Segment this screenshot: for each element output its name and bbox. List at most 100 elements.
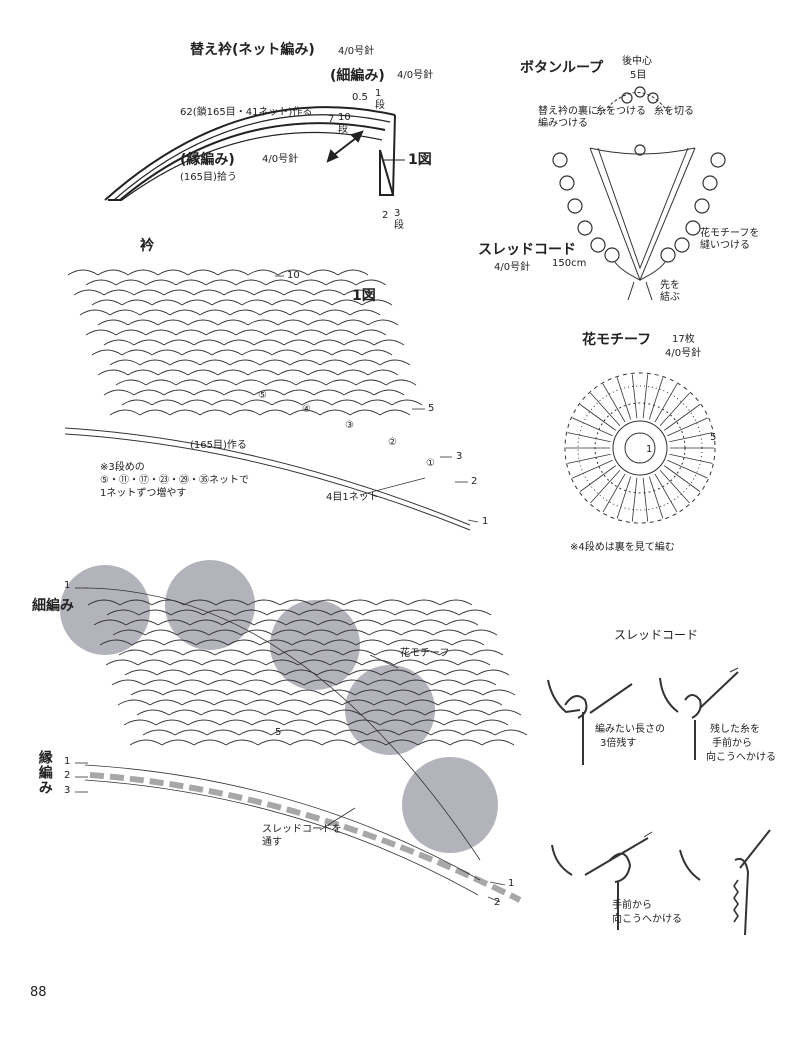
collar-rows-05: 0.5 [352, 92, 368, 103]
edge-motif-label: 花モチーフ [400, 648, 450, 659]
net-arc [175, 379, 207, 386]
collar-edge-label: (縁編み) [180, 152, 235, 168]
collar-chart-circ-1: ① [426, 458, 435, 469]
net-arc [234, 609, 268, 616]
net-arc [361, 299, 393, 306]
net-arc [187, 319, 219, 326]
net-arc [271, 399, 303, 406]
net-arc [343, 289, 375, 296]
net-arc [121, 399, 153, 406]
net-arc [258, 689, 292, 696]
net-arc [162, 689, 196, 696]
net-arc [329, 659, 363, 666]
motif-spoke [602, 473, 626, 513]
net-arc [79, 309, 111, 316]
net-arc [398, 729, 432, 736]
net-arc [406, 649, 440, 656]
net-arc [235, 379, 267, 386]
net-arc [277, 369, 309, 376]
net-arc [194, 689, 228, 696]
net-arc [106, 609, 140, 616]
collar-chart-row-1: 1 [482, 516, 489, 527]
net-arc [202, 609, 236, 616]
net-arc [127, 269, 159, 276]
net-arc [247, 319, 279, 326]
net-arc [207, 679, 241, 686]
net-arc [138, 609, 172, 616]
collar-pickup: (165目)拾う [180, 172, 237, 183]
net-arc [157, 369, 189, 376]
cord-step-1 [547, 679, 633, 765]
net-arc [470, 649, 504, 656]
net-arc [319, 409, 351, 416]
net-arc [109, 409, 141, 416]
thread-cord-title: スレッドコード [614, 628, 699, 642]
net-arc [117, 699, 151, 706]
motif-spoke [572, 459, 613, 479]
net-arc [424, 709, 458, 716]
collar-chart-circ-5: ⑤ [258, 390, 267, 401]
net-arc [354, 689, 388, 696]
net-arc [99, 639, 133, 646]
collar-fine-label: (細編み) [330, 68, 385, 84]
net-arc [131, 639, 165, 646]
collar-chart-circ-4: ④ [302, 404, 311, 415]
net-arc [302, 729, 336, 736]
net-arc [208, 629, 242, 636]
net-arc [481, 739, 515, 746]
net-arc [283, 289, 315, 296]
collar-chart-base [64, 427, 471, 531]
net-arc [283, 339, 315, 346]
motif-spoke [567, 432, 611, 443]
net-arc [151, 599, 185, 606]
net-arc [385, 739, 419, 746]
net-arc [319, 359, 351, 366]
net-arc [336, 629, 370, 636]
net-arc [295, 379, 327, 386]
net-arc [413, 619, 447, 626]
motif-spoke [669, 432, 713, 443]
motif-spoke [667, 459, 708, 479]
net-arc [151, 399, 183, 406]
net-arc [259, 639, 293, 646]
net-arc [337, 369, 369, 376]
button-loop-cord-length: 150cm [552, 258, 587, 269]
net-arc [469, 699, 503, 706]
net-arc [322, 689, 356, 696]
net-arc [157, 619, 191, 626]
net-arc [412, 669, 446, 676]
net-arc [343, 599, 377, 606]
cord-step-2 [659, 671, 739, 760]
page-number: 88 [30, 985, 47, 1000]
net-arc [136, 709, 170, 716]
net-arc [115, 379, 147, 386]
collar-chart-fig: 1図 [352, 288, 376, 304]
button-loop-center-count: 5目 [630, 70, 647, 81]
edge-fine-label: 細編み [32, 598, 74, 614]
net-arc [283, 719, 317, 726]
net-arc [187, 369, 219, 376]
net-arc [360, 709, 394, 716]
net-arc [313, 289, 345, 296]
thread-cord-step3b: 向こうへかける [612, 914, 682, 925]
net-arc [217, 319, 249, 326]
net-arc [317, 619, 351, 626]
net-arc [241, 349, 273, 356]
thread-cord-step1b: 3倍残す [600, 738, 637, 749]
net-arc [225, 739, 259, 746]
flower-motif-round-1: 1 [646, 444, 653, 455]
net-arc [373, 339, 405, 346]
motif-spoke [590, 392, 621, 426]
net-arc [348, 669, 382, 676]
net-arc [200, 709, 234, 716]
net-arc [325, 279, 357, 286]
net-arc [277, 699, 311, 706]
net-arc [379, 719, 413, 726]
net-arc [217, 369, 249, 376]
net-arc [456, 709, 490, 716]
net-arc [425, 659, 459, 666]
edge-row-3: 3 [64, 785, 71, 796]
net-arc [127, 369, 159, 376]
net-arc [245, 699, 279, 706]
